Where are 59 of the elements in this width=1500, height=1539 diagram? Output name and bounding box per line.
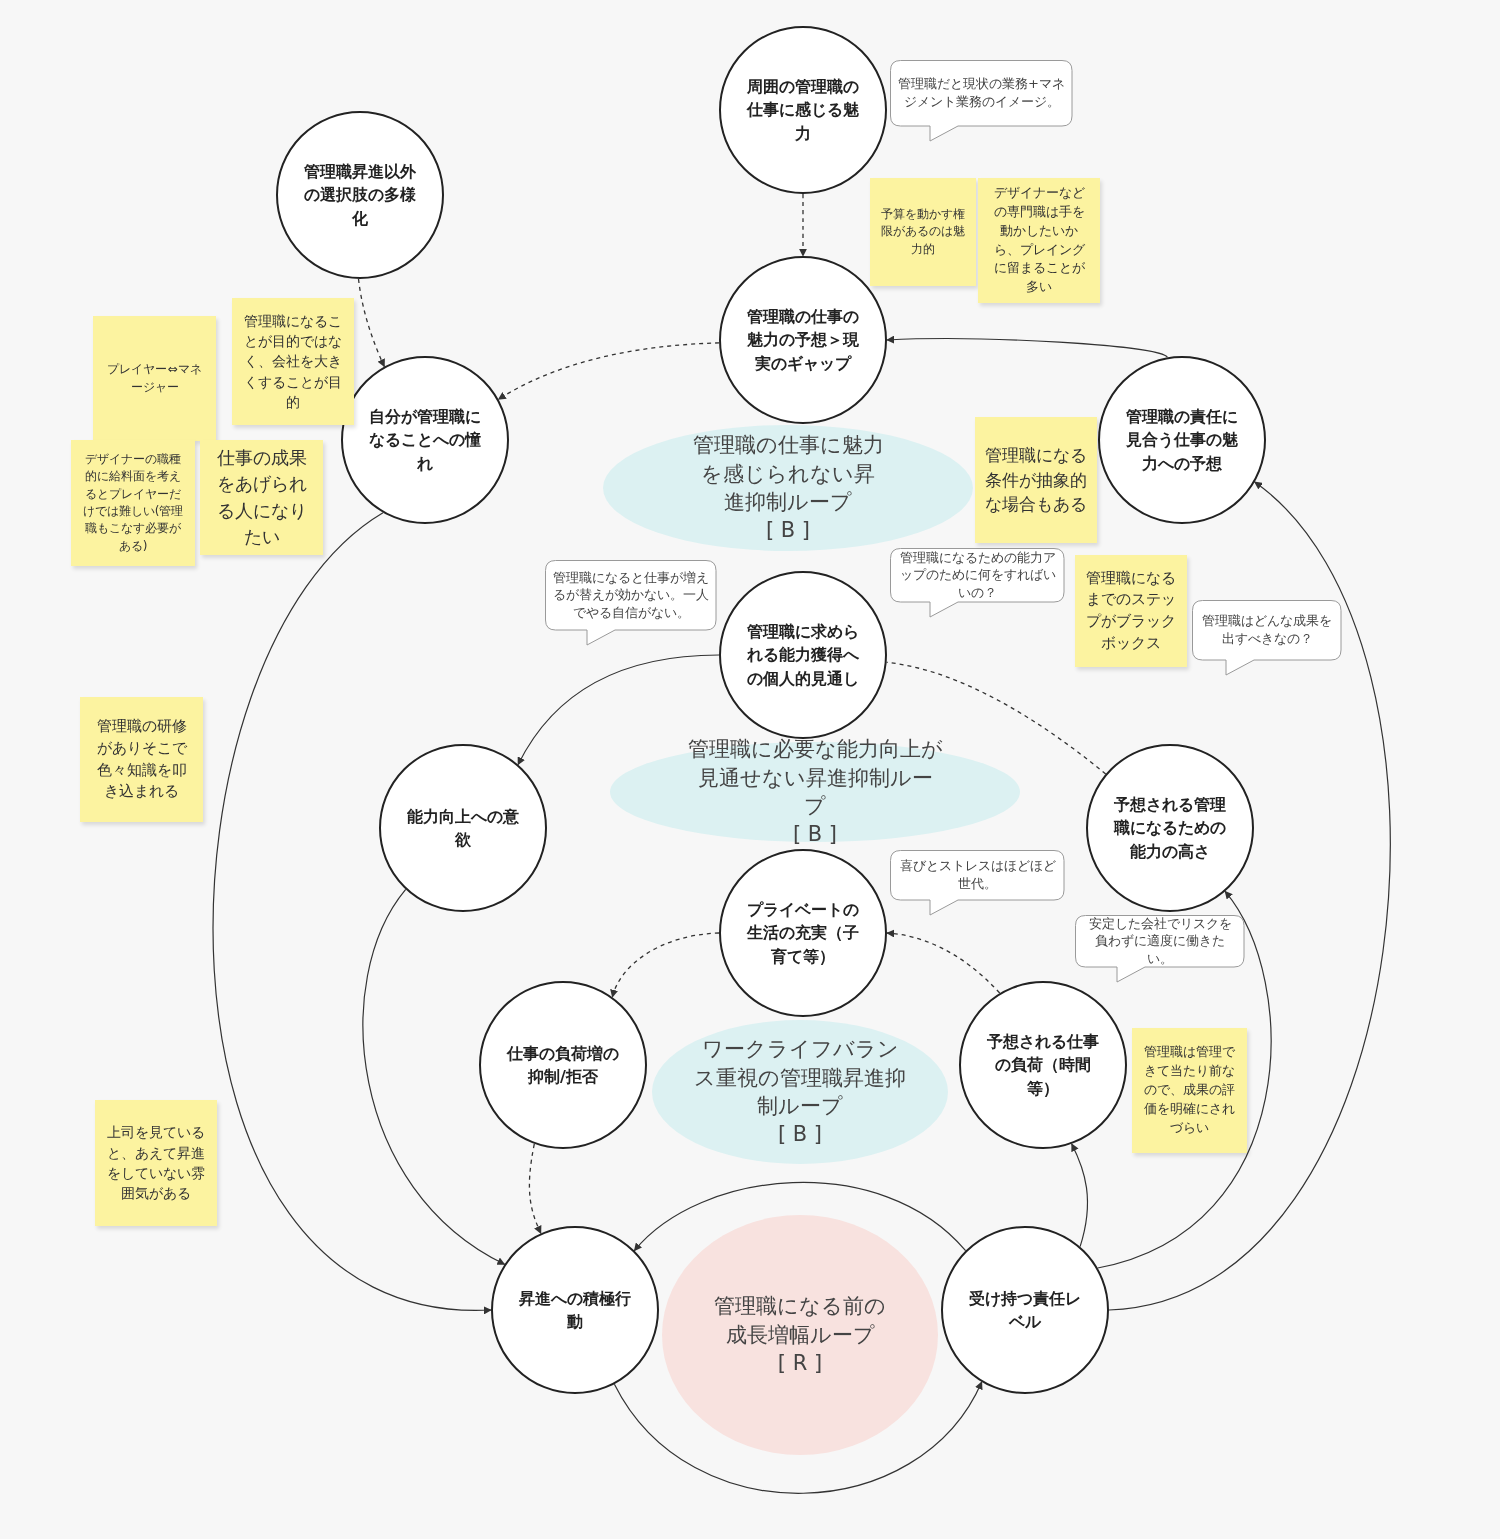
- sticky-note: デザイナーなどの専門職は手を動かしたいから、プレイングに留まることが多い: [978, 178, 1100, 303]
- arrow: [1097, 890, 1272, 1269]
- arrow: [886, 335, 1168, 358]
- circle-node: 周囲の管理職の仕事に感じる魅力: [719, 26, 887, 194]
- speech-bubble: [545, 560, 717, 646]
- speech-bubble: [890, 60, 1073, 142]
- arrow: [213, 512, 492, 1314]
- circle-node: 仕事の負荷増の抑制/拒否: [479, 981, 647, 1149]
- speech-bubble: [1192, 600, 1342, 676]
- bubble-text: 管理職だと現状の業務+マネジメント業務のイメージ。: [897, 75, 1066, 111]
- speech-bubble: [890, 548, 1065, 618]
- circle-node: 予想される仕事の負荷（時間等）: [959, 981, 1127, 1149]
- bubble-text: 管理職になると仕事が増えるが替えが効かない。一人でやる自信がない。: [552, 568, 710, 622]
- sticky-note: 管理職は管理できて当たり前なので、成果の評価を明確にされづらい: [1132, 1028, 1247, 1153]
- arrow: [1071, 1143, 1089, 1248]
- circle-node: 能力向上への意欲: [379, 744, 547, 912]
- loop-type: [ B ]: [792, 821, 838, 849]
- loop-type: [ B ]: [765, 517, 811, 545]
- dashed-arrow: [886, 929, 1001, 994]
- arrow: [362, 888, 506, 1265]
- sticky-note: 予算を動かす権限があるのは魅力的: [870, 178, 976, 286]
- dashed-arrow: [357, 278, 385, 368]
- circle-node: 自分が管理職になることへの憧れ: [341, 356, 509, 524]
- dashed-arrow: [497, 342, 720, 400]
- dashed-arrow: [799, 193, 807, 257]
- speech-bubble: [890, 850, 1065, 916]
- loop-type: [ R ]: [777, 1350, 823, 1378]
- sticky-note: 上司を見ていると、あえて昇進をしていない雰囲気がある: [95, 1100, 217, 1226]
- arrow: [517, 654, 720, 766]
- arrow: [613, 1381, 983, 1494]
- sticky-note: 管理職の研修がありそこで色々知識を叩き込まれる: [80, 697, 203, 822]
- bubble-text: 安定した会社でリスクを負わずに適度に働きたい。: [1087, 915, 1233, 967]
- bubble-text: 喜びとストレスはほどほど世代。: [898, 857, 1057, 893]
- dashed-arrow: [528, 1143, 542, 1235]
- sticky-note: 管理職になるまでのステップがブラックボックス: [1075, 555, 1187, 667]
- sticky-note: 管理職になる条件が抽象的な場合もある: [975, 417, 1097, 543]
- dashed-arrow: [610, 932, 720, 998]
- speech-bubble: [1075, 915, 1245, 983]
- bubble-text: 管理職はどんな成果を出すべきなの？: [1201, 612, 1333, 648]
- sticky-note: 管理職になることが目的ではなく、会社を大きくすることが目的: [232, 298, 354, 425]
- sticky-note: プレイヤー⇔マネージャー: [93, 316, 216, 441]
- sticky-note: デザイナーの職種的に給料面を考えるとプレイヤーだけでは難しい(管理職もこなす必要がある): [71, 440, 195, 566]
- circle-node: 管理職の責任に見合う仕事の魅力への予想: [1098, 356, 1266, 524]
- arrow: [633, 1182, 967, 1252]
- circle-node: 昇進への積極行動: [491, 1226, 659, 1394]
- circle-node: 管理職昇進以外の選択肢の多様化: [276, 111, 444, 279]
- circle-node: 管理職の仕事の魅力の予想＞現実のギャップ: [719, 256, 887, 424]
- circle-node: プライベートの生活の充実（子育て等）: [719, 849, 887, 1017]
- loop-type: [ B ]: [777, 1121, 823, 1149]
- arrow: [1108, 481, 1391, 1311]
- loop-title: 管理職に必要な能力向上が見通せない昇進抑制ループ: [687, 736, 943, 820]
- loop-title: 管理職になる前の成長増幅ループ: [714, 1293, 886, 1349]
- loop-title: ワークライフバランス重視の管理職昇進抑制ループ: [694, 1036, 906, 1120]
- loop-title: 管理職の仕事に魅力を感じられない昇進抑制ループ: [692, 432, 884, 516]
- circle-node: 予想される管理職になるための能力の高さ: [1086, 744, 1254, 912]
- sticky-note: 仕事の成果をあげられる人になりたい: [200, 440, 323, 555]
- bubble-text: 管理職になるための能力アップのために何をすればいいの？: [898, 548, 1057, 602]
- circle-node: 管理職に求められる能力獲得への個人的見通し: [719, 571, 887, 739]
- circle-node: 受け持つ責任レベル: [941, 1226, 1109, 1394]
